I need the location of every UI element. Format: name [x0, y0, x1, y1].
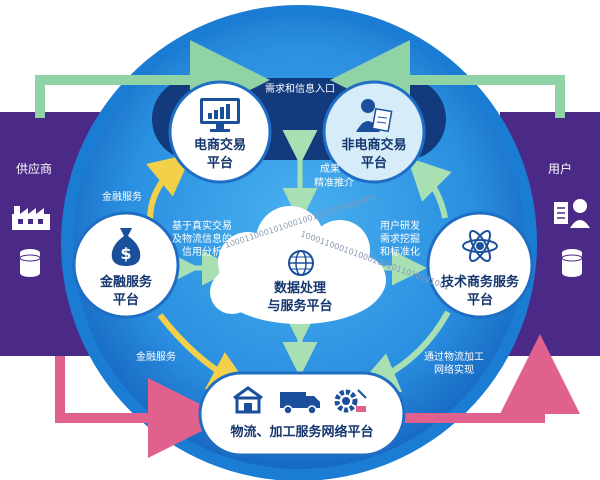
edge-logistics-1: 通过物流加工 [424, 352, 484, 363]
supplier-title: 供应商 [16, 162, 53, 176]
user-document-icon [554, 199, 590, 228]
factory-icon [12, 206, 50, 230]
svg-text:$: $ [120, 244, 131, 263]
pink-arrow-right [404, 334, 580, 423]
tech-label-2: 平台 [466, 293, 493, 308]
tech-circle [426, 211, 534, 319]
edge-analysis-2: 及物流信息的 [172, 234, 232, 245]
logistics-label: 物流、加工服务网络平台 [230, 425, 374, 440]
supplier-database-icon [19, 249, 41, 277]
edge-finance-bottom: 金融服务 [136, 352, 176, 363]
edge-analysis-3: 信用分析 [182, 247, 222, 258]
truck-icon [280, 392, 320, 415]
money-bag-icon: $ [111, 228, 141, 266]
lightgreen-arrow-up [407, 157, 452, 219]
edge-finance-top: 金融服务 [102, 192, 142, 203]
green-arrow-right [330, 40, 565, 120]
pink-arrow-left [55, 356, 228, 458]
edge-results-1: 成果 [320, 164, 340, 175]
non-ecommerce-label-2: 平台 [360, 156, 387, 171]
gear-icon [334, 389, 367, 413]
non-ecommerce-label-1: 非电商交易 [341, 138, 407, 153]
top-bar-title: 需求和信息入口 [265, 84, 335, 95]
yellow-arrow-up [146, 153, 192, 221]
warehouse-icon [233, 386, 263, 414]
data-stream-text-1: 1000110001010001001011010101001 [224, 193, 377, 250]
financial-label-1: 金融服务 [99, 275, 152, 290]
atom-icon [462, 229, 498, 263]
ecommerce-label-1: 电商交易 [193, 138, 246, 153]
person-document-icon [356, 99, 393, 133]
edge-analysis-1: 基于真实交易 [172, 221, 232, 232]
tech-label-1: 技术商务服务 [440, 275, 519, 290]
monitor-chart-icon [200, 98, 240, 132]
edge-research-2: 需求挖掘 [380, 234, 420, 245]
user-database-icon [561, 249, 583, 277]
green-arrow-left [35, 40, 270, 120]
globe-icon [288, 250, 314, 276]
data-cloud [210, 206, 386, 324]
ecommerce-label-2: 平台 [206, 156, 233, 171]
financial-label-2: 平台 [112, 293, 139, 308]
edge-results-2: 精准推介 [314, 178, 354, 189]
user-title: 用户 [548, 162, 573, 176]
edge-logistics-2: 网络实现 [434, 365, 474, 376]
edge-research-3: 和标准化 [380, 247, 420, 258]
edge-research-1: 用户研发 [380, 221, 420, 232]
data-label-2: 与服务平台 [267, 299, 333, 314]
data-label-1: 数据处理 [273, 281, 326, 296]
